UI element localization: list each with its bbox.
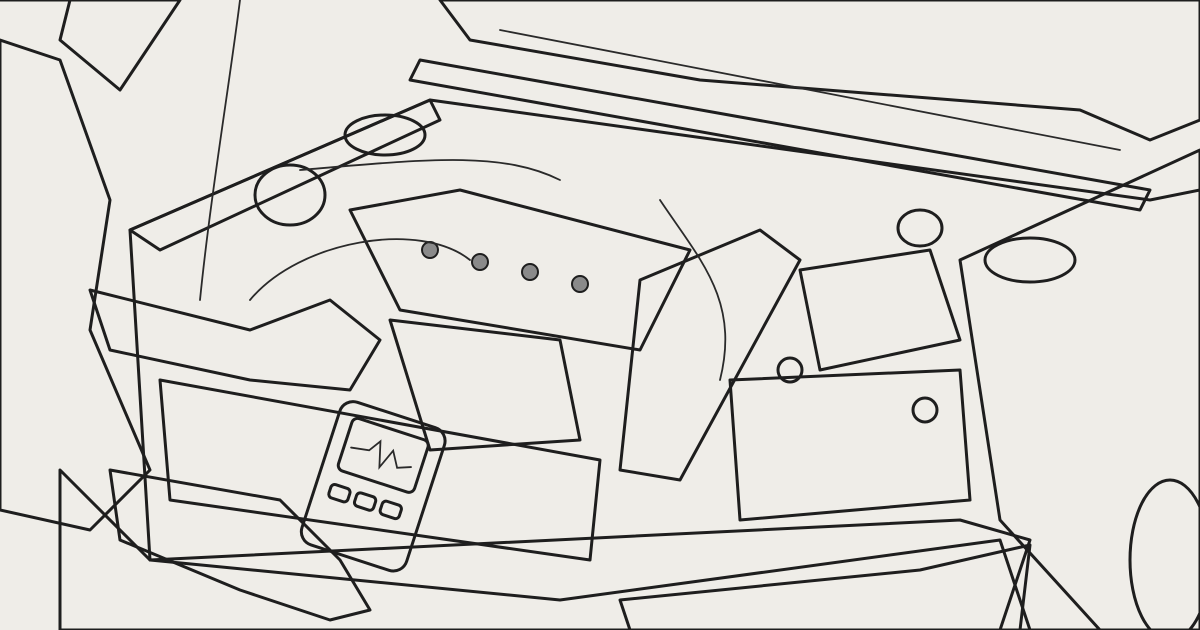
left-hand xyxy=(88,288,382,392)
hoses xyxy=(249,159,727,381)
mechanic-shirt xyxy=(0,38,152,532)
multimeter xyxy=(299,400,447,573)
reservoir-cap xyxy=(253,163,327,227)
right-hand xyxy=(108,468,372,622)
strut-mount xyxy=(983,236,1077,284)
headlight xyxy=(618,543,1032,630)
multimeter-button xyxy=(352,491,378,512)
intake-manifold xyxy=(388,318,582,452)
mechanic xyxy=(0,0,382,622)
multimeter-button xyxy=(327,482,352,504)
valve-cover xyxy=(348,188,692,352)
mechanic-head xyxy=(0,0,182,92)
open-hood xyxy=(408,0,1200,212)
battery-terminal xyxy=(776,356,804,384)
air-intake-hose xyxy=(618,228,802,482)
front-wheel xyxy=(1128,478,1200,630)
radiator xyxy=(158,378,602,562)
battery-terminal xyxy=(911,396,939,424)
engine xyxy=(158,113,1077,562)
multimeter-button xyxy=(378,499,403,521)
probe-wire xyxy=(199,0,241,301)
waveform xyxy=(350,439,412,470)
air-filter-box xyxy=(798,248,962,372)
multimeter-screen xyxy=(336,416,430,494)
battery xyxy=(728,368,972,522)
fluid-cap xyxy=(896,208,944,248)
car-body xyxy=(58,98,1200,630)
strut-mount xyxy=(343,113,427,157)
